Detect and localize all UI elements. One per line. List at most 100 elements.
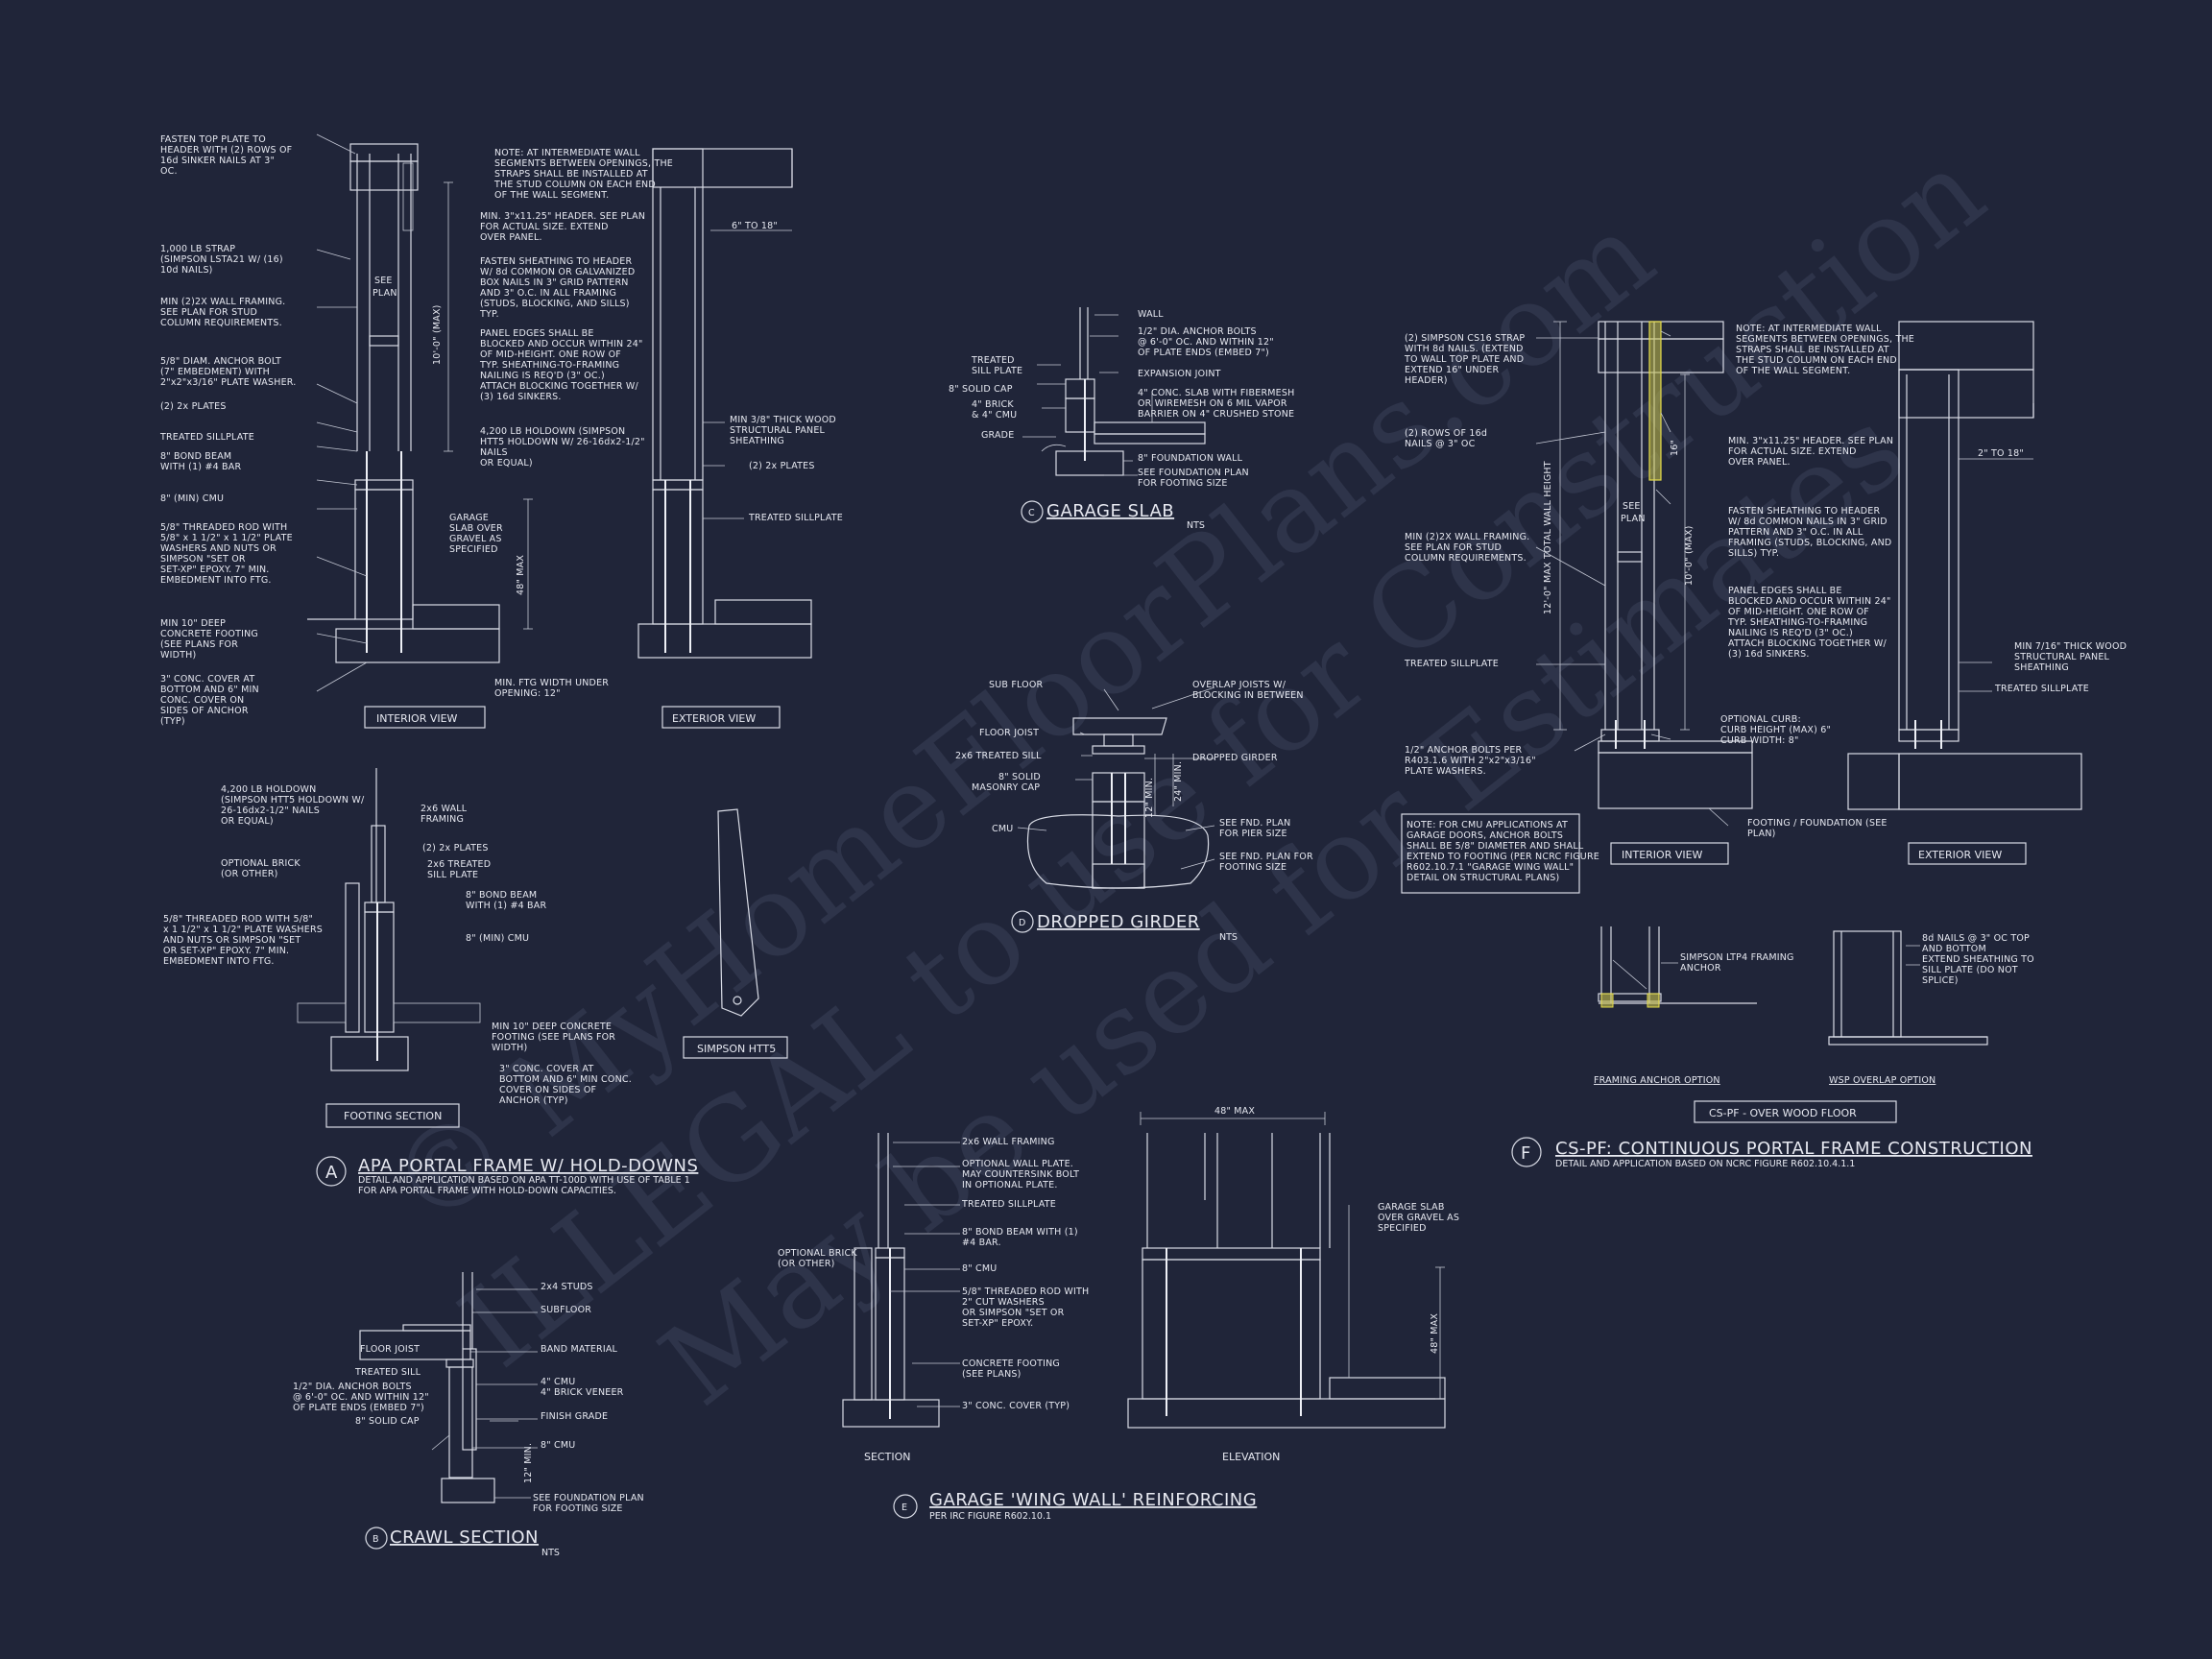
note: 8" BOND BEAM WITH (1)#4 BAR. [962,1227,1078,1248]
detail-b-marker-circle [365,1527,388,1550]
detail-e-marker-circle [893,1494,918,1519]
detail-a-dim-48: 48" MAX [516,555,526,595]
detail-d-title: DROPPED GIRDER [1037,912,1200,932]
detail-a-interior-label-box [364,706,486,729]
note: 8" CMU [541,1440,575,1451]
note: FINISH GRADE [541,1411,608,1422]
detail-f-title: CS-PF: CONTINUOUS PORTAL FRAME CONSTRUCT… [1555,1139,2032,1159]
note: (2) 2x PLATES [749,461,815,471]
note: SUB FLOOR [989,680,1043,690]
note: MIN (2)2X WALL FRAMING.SEE PLAN FOR STUD… [160,297,285,328]
note: MIN (2)2X WALL FRAMING.SEE PLAN FOR STUD… [1405,532,1529,564]
note: 1/2" DIA. ANCHOR BOLTS@ 6'-0" OC. AND WI… [293,1382,429,1413]
detail-a-interior-label: INTERIOR VIEW [376,712,458,725]
detail-d-drawing: SUB FLOOR FLOOR JOIST 2x6 TREATED SILL 8… [955,680,1313,889]
detail-e-dim-top: 48" MAX [1214,1106,1255,1117]
detail-c-marker-circle [1021,500,1044,523]
detail-b-dim: 12" MIN. [523,1443,534,1483]
detail-f-marker: F [1521,1143,1531,1164]
detail-f-interior-label-box [1610,842,1729,865]
detail-c-marker: C [1028,508,1035,518]
note: 8" CMU [962,1263,997,1274]
detail-a-see-plan-2: PLAN [373,288,397,299]
detail-e-section-drawing: OPTIONAL BRICK(OR OTHER) 2x6 WALL FRAMIN… [778,1133,1089,1428]
detail-f-dim-total: 12'-0" MAX TOTAL WALL HEIGHT [1543,461,1553,614]
detail-f-marker-circle [1511,1137,1542,1167]
note: 4" BRICK& 4" CMU [972,399,1017,421]
note: (2) 2x PLATES [160,401,227,412]
detail-b-marker: B [373,1534,379,1545]
note: TREATED SILLPLATE [1404,659,1499,669]
note: 2x6 WALL FRAMING [962,1137,1055,1147]
note: TREATED SILLPLATE [159,432,254,443]
detail-c-scale: NTS [1187,520,1205,531]
note: 8" (MIN) CMU [466,933,529,944]
detail-c-title: GARAGE SLAB [1046,501,1174,521]
note: EXPANSION JOINT [1138,369,1221,379]
note: OPTIONAL WALL PLATE.MAY COUNTERSINK BOLT… [962,1159,1079,1190]
detail-f-see-plan-1: SEE [1623,501,1641,512]
detail-f-dim-16: 16" [1670,440,1680,456]
detail-f-interior-label: INTERIOR VIEW [1622,849,1703,861]
detail-a-footing-label-box [325,1103,460,1128]
note: DROPPED GIRDER [1192,753,1278,763]
detail-a-subtitle-2: FOR APA PORTAL FRAME WITH HOLD-DOWN CAPA… [358,1186,616,1196]
detail-e-section-label: SECTION [864,1451,910,1463]
note: 2x4 STUDS [541,1282,593,1292]
note: 8" SOLID CAP [355,1416,420,1427]
note: 4,200 LB HOLDOWN(SIMPSON HTT5 HOLDOWN W/… [221,784,365,827]
detail-e-elevation-label: ELEVATION [1222,1451,1280,1463]
note: WALL [1138,309,1164,320]
note: 3" CONC. COVER (TYP) [962,1401,1070,1411]
detail-d-dim-1: 12" MIN. [1144,778,1155,818]
detail-d-dim-2: 24" MIN. [1173,761,1184,802]
detail-f-exterior-dim: 2" TO 18" [1978,448,2024,459]
detail-e-title: GARAGE 'WING WALL' REINFORCING [929,1490,1257,1510]
note: (2) 2x PLATES [422,843,489,854]
detail-a-see-plan-1: SEE [374,276,393,286]
note: OPTIONAL CURB:CURB HEIGHT (MAX) 6"CURB W… [1720,714,1831,746]
detail-f-interior-drawing: 12'-0" MAX TOTAL WALL HEIGHT 10'-0" (MAX… [1404,321,1914,839]
detail-d-marker: D [1019,918,1026,928]
detail-a-subtitle-1: DETAIL AND APPLICATION BASED ON APA TT-1… [358,1175,690,1186]
detail-f-wsp-option-label: WSP OVERLAP OPTION [1829,1075,1936,1086]
note: FLOOR JOIST [360,1344,420,1355]
note: 8" FOUNDATION WALL [1138,453,1243,464]
detail-b-title: CRAWL SECTION [390,1527,539,1548]
detail-b-drawing: FLOOR JOIST TREATED SILL 1/2" DIA. ANCHO… [293,1272,644,1514]
note: OPTIONAL BRICK(OR OTHER) [778,1248,857,1269]
detail-a-footing-label: FOOTING SECTION [344,1110,442,1122]
note: FLOOR JOIST [979,728,1039,738]
